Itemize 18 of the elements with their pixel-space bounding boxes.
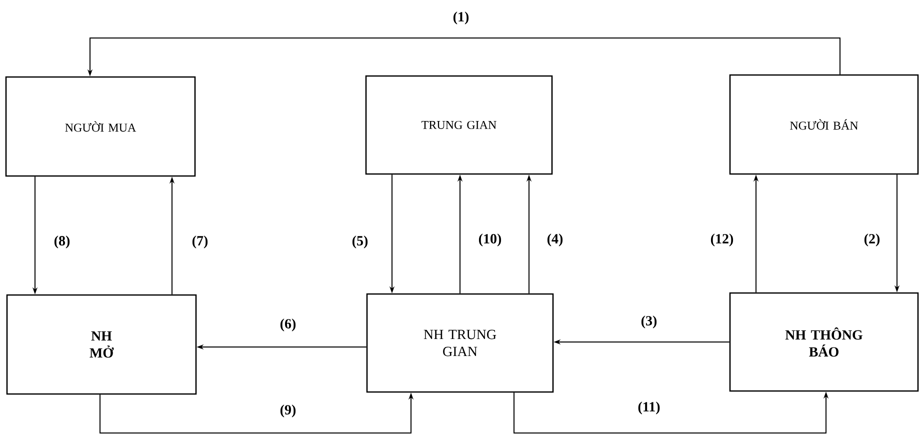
- edge-label: (12): [710, 234, 734, 246]
- edge-label: (8): [54, 236, 70, 248]
- edge-label: (3): [641, 316, 657, 328]
- process-box: NGƯỜI BÁN: [729, 74, 919, 175]
- edge-label: (7): [192, 236, 208, 248]
- process-box: TRUNG GIAN: [365, 75, 553, 175]
- edge-label: (4): [547, 234, 563, 246]
- edge-label: (5): [352, 236, 368, 248]
- edge-label: (10): [478, 234, 502, 246]
- process-box: NGƯỜI MUA: [5, 76, 196, 177]
- process-box: NH TRUNG GIAN: [366, 293, 554, 393]
- edge-label: (9): [280, 404, 296, 418]
- process-box: NH THÔNG BÁO: [729, 292, 919, 392]
- process-box: NH MỞ: [6, 294, 197, 395]
- edge-label: (11): [638, 402, 660, 414]
- edge-label: (2): [864, 234, 880, 246]
- edge-label: (6): [280, 318, 296, 332]
- edge-label: (1): [453, 12, 469, 24]
